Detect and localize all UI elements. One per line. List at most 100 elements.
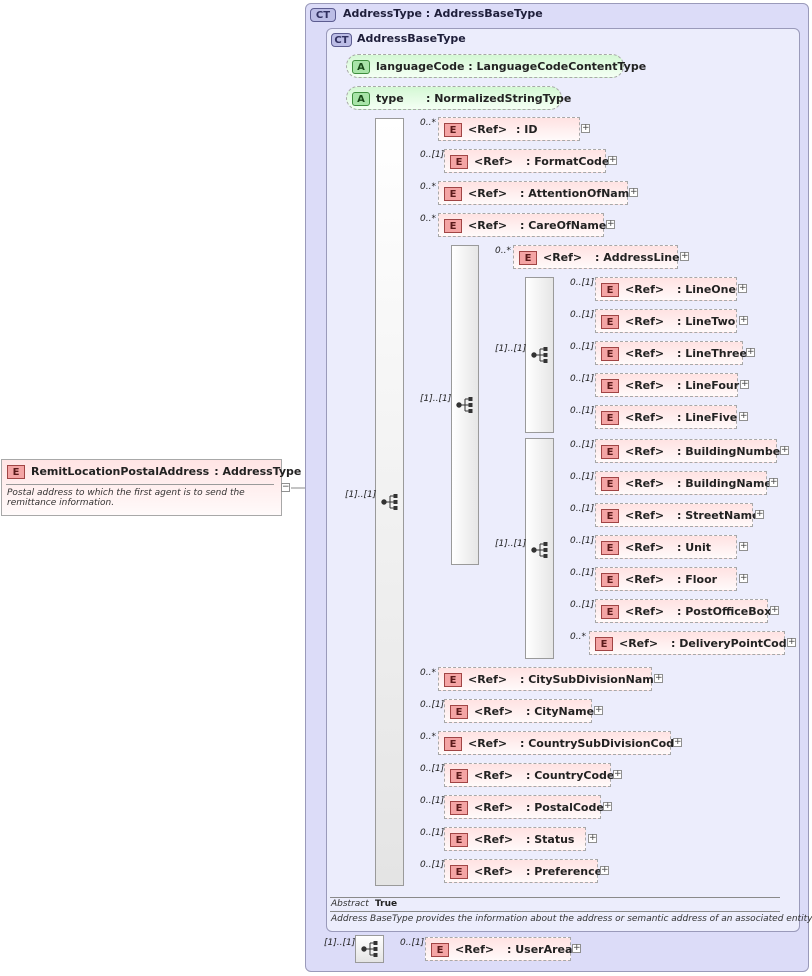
element-building-number[interactable]: E<Ref>: BuildingNumber: [595, 439, 786, 463]
sequence-icon: [381, 493, 399, 511]
element-attention-of-name[interactable]: E<Ref>: AttentionOfName: [438, 181, 637, 205]
element-line-four[interactable]: E<Ref>: LineFour: [595, 373, 739, 397]
inner-type-title: AddressBaseType: [357, 32, 466, 45]
element-status[interactable]: E<Ref>: Status: [444, 827, 586, 851]
expand-toggle[interactable]: +: [770, 605, 779, 615]
element-id[interactable]: E<Ref>: ID: [438, 117, 580, 141]
multiplicity: 0..[1]: [570, 278, 595, 288]
expand-toggle[interactable]: +: [606, 219, 615, 229]
expand-toggle[interactable]: +: [603, 801, 612, 811]
multiplicity: 0..[1]: [570, 536, 595, 546]
element-city-sub-division-name[interactable]: E<Ref>: CitySubDivisionName: [438, 667, 661, 691]
expand-toggle[interactable]: +: [608, 155, 617, 165]
element-icon: E: [601, 379, 619, 393]
multiplicity: 0..*: [420, 118, 436, 128]
element-post-office-box[interactable]: E<Ref>: PostOfficeBox: [595, 599, 771, 623]
element-icon: E: [601, 509, 619, 523]
multiplicity: 0..*: [420, 182, 436, 192]
element-delivery-point-code[interactable]: E<Ref>: DeliveryPointCode: [589, 631, 794, 655]
element-line-five[interactable]: E<Ref>: LineFive: [595, 405, 737, 429]
attribute-icon: A: [352, 92, 370, 106]
abstract-label: Abstract: [331, 899, 369, 909]
expand-toggle[interactable]: +: [629, 187, 638, 197]
element-icon: E: [601, 477, 619, 491]
expand-toggle[interactable]: +: [581, 123, 590, 133]
multiplicity: [1]..[1]: [495, 539, 527, 549]
expand-toggle[interactable]: +: [572, 943, 581, 953]
element-icon: E: [601, 445, 619, 459]
element-unit[interactable]: E<Ref>: Unit: [595, 535, 737, 559]
multiplicity: 0..*: [495, 246, 511, 256]
expand-toggle[interactable]: +: [654, 673, 663, 683]
multiplicity: 0..*: [570, 632, 586, 642]
multiplicity: 0..[1]: [420, 796, 445, 806]
element-format-code[interactable]: E<Ref>: FormatCode: [444, 149, 609, 173]
expand-toggle[interactable]: +: [739, 411, 748, 421]
collapse-toggle[interactable]: −: [281, 482, 290, 492]
element-country-sub-division-code[interactable]: E<Ref>: CountrySubDivisionCode: [438, 731, 682, 755]
element-icon: E: [450, 705, 468, 719]
complex-type-icon: CT: [331, 33, 352, 47]
multiplicity: 0..[1]: [570, 568, 595, 578]
expand-toggle[interactable]: +: [746, 347, 755, 357]
element-user-area[interactable]: E<Ref>: UserArea: [425, 937, 572, 961]
divider: [330, 911, 780, 912]
expand-toggle[interactable]: +: [680, 251, 689, 261]
expand-toggle[interactable]: +: [673, 737, 682, 747]
sequence-icon: [456, 396, 474, 414]
multiplicity: 0..*: [420, 668, 436, 678]
element-icon: E: [601, 347, 619, 361]
element-icon: E: [450, 833, 468, 847]
expand-toggle[interactable]: +: [738, 283, 747, 293]
sequence-main[interactable]: [375, 118, 404, 886]
element-city-name[interactable]: E<Ref>: CityName: [444, 699, 594, 723]
expand-toggle[interactable]: +: [739, 573, 748, 583]
element-line-two[interactable]: E<Ref>: LineTwo: [595, 309, 737, 333]
multiplicity: 0..*: [420, 732, 436, 742]
expand-toggle[interactable]: +: [755, 509, 764, 519]
expand-toggle[interactable]: +: [594, 705, 603, 715]
expand-toggle[interactable]: +: [740, 379, 749, 389]
expand-toggle[interactable]: +: [739, 541, 748, 551]
multiplicity: 0..[1]: [420, 764, 445, 774]
expand-toggle[interactable]: +: [588, 833, 597, 843]
divider: [330, 897, 780, 898]
abstract-value: True: [375, 899, 398, 909]
element-icon: E: [450, 801, 468, 815]
element-building-name[interactable]: E<Ref>: BuildingName: [595, 471, 772, 495]
element-icon: E: [601, 541, 619, 555]
multiplicity: 0..[1]: [570, 472, 595, 482]
multiplicity: 0..[1]: [570, 342, 595, 352]
expand-toggle[interactable]: +: [769, 477, 778, 487]
element-care-of-name[interactable]: E<Ref>: CareOfName: [438, 213, 606, 237]
element-line-one[interactable]: E<Ref>: LineOne: [595, 277, 737, 301]
multiplicity: 0..[1]: [570, 374, 595, 384]
element-address-line[interactable]: E<Ref>: AddressLine: [513, 245, 680, 269]
multiplicity: 0..[1]: [570, 600, 595, 610]
inner-type-doc: Address BaseType provides the informatio…: [331, 914, 812, 924]
multiplicity: 0..[1]: [420, 700, 445, 710]
element-preference[interactable]: E<Ref>: Preference: [444, 859, 602, 883]
element-line-three[interactable]: E<Ref>: LineThree: [595, 341, 747, 365]
element-floor[interactable]: E<Ref>: Floor: [595, 567, 737, 591]
complex-type-icon: CT: [310, 8, 336, 22]
expand-toggle[interactable]: +: [787, 637, 796, 647]
element-icon: E: [444, 219, 462, 233]
element-street-name[interactable]: E<Ref>: StreetName: [595, 503, 760, 527]
element-postal-code[interactable]: E<Ref>: PostalCode: [444, 795, 604, 819]
multiplicity: 0..[1]: [420, 860, 445, 870]
expand-toggle[interactable]: +: [613, 769, 622, 779]
expand-toggle[interactable]: +: [739, 315, 748, 325]
element-icon: E: [450, 769, 468, 783]
element-icon: E: [601, 283, 619, 297]
expand-toggle[interactable]: +: [600, 865, 609, 875]
outer-type-title: AddressType : AddressBaseType: [343, 7, 543, 20]
element-icon: E: [444, 737, 462, 751]
element-country-code[interactable]: E<Ref>: CountryCode: [444, 763, 614, 787]
sequence-icon: [531, 346, 549, 364]
multiplicity: 0..[1]: [570, 504, 595, 514]
expand-toggle[interactable]: +: [780, 445, 789, 455]
